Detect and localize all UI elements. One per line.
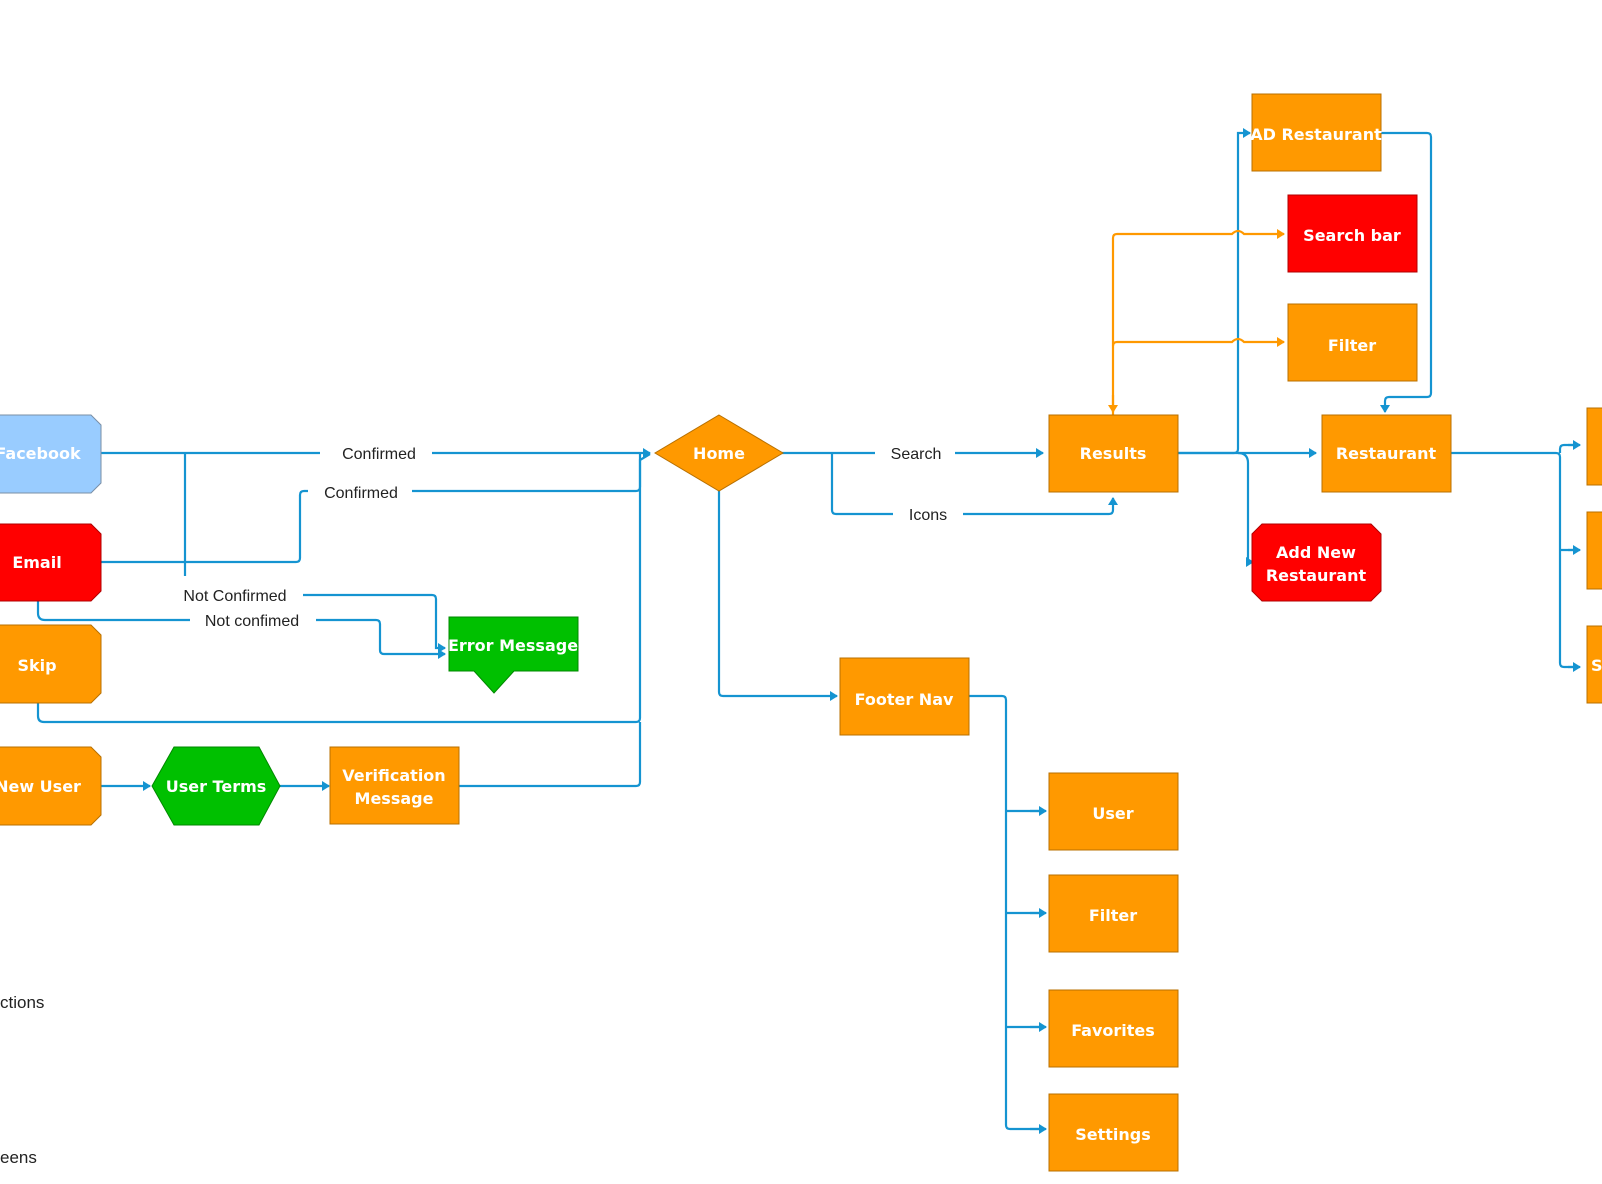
- edge-labels: Confirmed Confirmed Not Confirmed Not co…: [183, 446, 947, 630]
- node-partial-right-3-label: S: [1591, 656, 1602, 675]
- node-user[interactable]: User: [1048, 772, 1179, 851]
- connector-restaurant-right: [1449, 443, 1578, 669]
- node-search-bar[interactable]: Search bar: [1287, 194, 1418, 273]
- legend-item-2: eens: [0, 1148, 37, 1167]
- node-filter-bottom[interactable]: Filter: [1048, 874, 1179, 953]
- legend: ctions eens: [0, 993, 44, 1167]
- node-ad-restaurant[interactable]: AD Restaurant: [1250, 93, 1382, 172]
- node-search-bar-label: Search bar: [1303, 226, 1401, 245]
- connector-results-addnew: [1237, 451, 1254, 567]
- node-add-new-restaurant[interactable]: Add New Restaurant: [1251, 523, 1382, 602]
- node-favorites[interactable]: Favorites: [1048, 989, 1179, 1068]
- node-add-new-line1: Add New: [1276, 543, 1356, 562]
- connector-verification-home: [458, 722, 642, 788]
- node-results-label: Results: [1080, 444, 1147, 463]
- node-verification-line2: Message: [355, 789, 434, 808]
- node-settings-label: Settings: [1075, 1125, 1151, 1144]
- node-partial-right-2[interactable]: [1586, 511, 1602, 590]
- connector-ad-restaurant: [1380, 131, 1433, 413]
- node-partial-right-3[interactable]: S: [1586, 625, 1602, 704]
- node-favorites-label: Favorites: [1071, 1021, 1155, 1040]
- edge-label-not-confirmed-upper: Not Confirmed: [183, 588, 286, 605]
- edge-label-not-confirmed-lower: Not confimed: [205, 613, 299, 630]
- node-skip-label: Skip: [17, 656, 56, 675]
- node-restaurant[interactable]: Restaurant: [1321, 414, 1452, 493]
- node-restaurant-label: Restaurant: [1336, 444, 1437, 463]
- node-filter-top[interactable]: Filter: [1287, 303, 1418, 382]
- node-user-terms-label: User Terms: [166, 777, 267, 796]
- edge-label-icons: Icons: [909, 507, 947, 524]
- node-home-label: Home: [693, 444, 745, 463]
- connector-home-footer: [717, 491, 838, 701]
- connector-results-ad: [1177, 128, 1251, 455]
- nodes: Facebook Email Skip New User User Terms …: [0, 93, 1602, 1172]
- node-footer-nav[interactable]: Footer Nav: [839, 657, 970, 736]
- node-verification-message[interactable]: Verification Message: [329, 746, 460, 825]
- node-ad-restaurant-label: AD Restaurant: [1250, 125, 1382, 144]
- connector-skip-home: [36, 453, 642, 724]
- connector-email-home: [101, 453, 651, 564]
- node-user-terms[interactable]: User Terms: [151, 746, 281, 826]
- edge-label-confirmed-facebook: Confirmed: [342, 446, 416, 463]
- node-filter-bottom-label: Filter: [1089, 906, 1137, 925]
- node-results[interactable]: Results: [1048, 414, 1179, 493]
- node-new-user-label: New User: [0, 777, 81, 796]
- node-footer-nav-label: Footer Nav: [855, 690, 954, 709]
- legend-item-1: ctions: [0, 993, 44, 1012]
- connector-home-results-icons: [830, 453, 1113, 516]
- node-settings[interactable]: Settings: [1048, 1093, 1179, 1172]
- connector-results-filter: [1111, 337, 1285, 347]
- connector-email-error: [36, 601, 445, 654]
- node-skip[interactable]: Skip: [0, 624, 102, 704]
- connector-footer-subitems: [968, 694, 1043, 1131]
- node-home[interactable]: Home: [654, 414, 784, 492]
- node-filter-top-label: Filter: [1328, 336, 1376, 355]
- connector-facebook-error: [183, 453, 445, 648]
- node-user-label: User: [1092, 804, 1133, 823]
- connector-results-searchbar: [1111, 229, 1285, 415]
- node-email[interactable]: Email: [0, 523, 102, 602]
- node-verification-line1: Verification: [342, 766, 445, 785]
- edge-label-search: Search: [891, 446, 942, 463]
- node-error-message-label: Error Message: [448, 636, 578, 655]
- node-new-user[interactable]: New User: [0, 746, 102, 826]
- node-facebook[interactable]: Facebook: [0, 414, 102, 494]
- node-partial-right-1[interactable]: [1586, 407, 1602, 486]
- node-email-label: Email: [12, 553, 61, 572]
- node-error-message[interactable]: Error Message: [448, 616, 579, 694]
- edge-label-confirmed-email: Confirmed: [324, 485, 398, 502]
- connectors: [36, 128, 1581, 1134]
- node-add-new-line2: Restaurant: [1266, 566, 1367, 585]
- node-facebook-label: Facebook: [0, 444, 81, 463]
